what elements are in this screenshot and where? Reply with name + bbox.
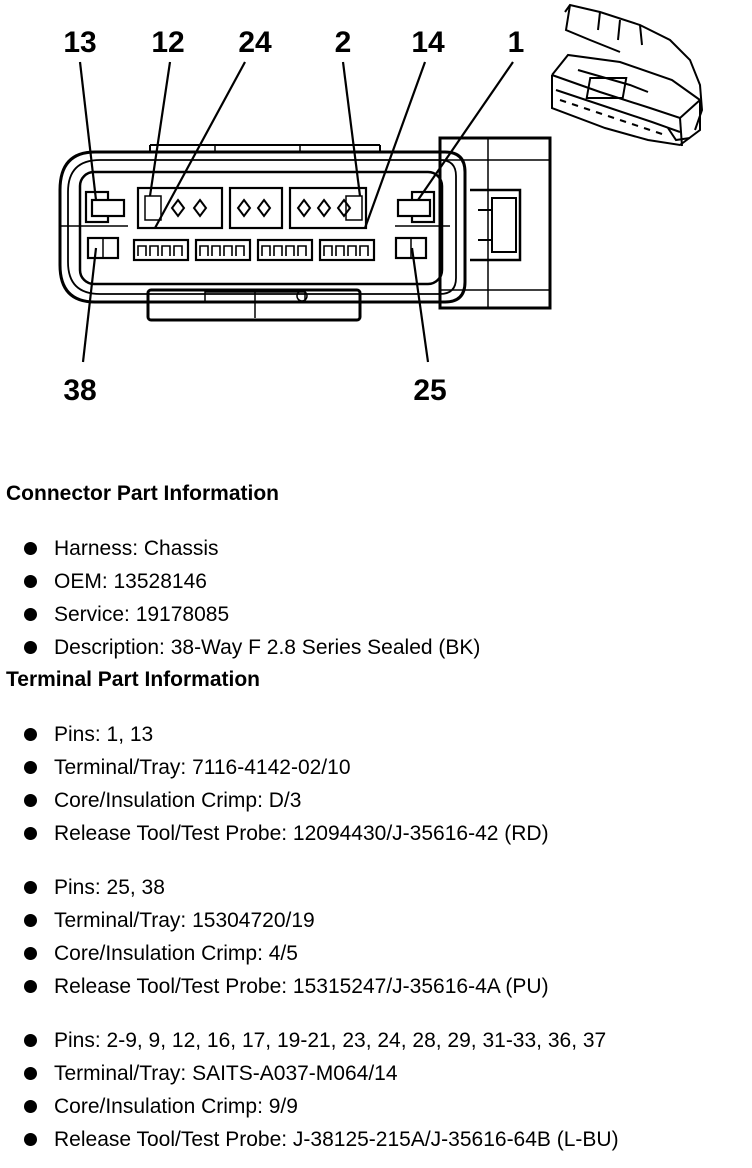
- leader-line-24: [154, 61, 246, 229]
- pin-label-2: 2: [335, 26, 352, 59]
- lower-cavity-group-b: [194, 238, 252, 262]
- leader-line-1: [417, 61, 514, 201]
- pin-label-12: 12: [151, 26, 184, 59]
- part-information: Connector Part Information Harness: Chas…: [6, 478, 746, 1156]
- list-item: OEM: 13528146: [6, 565, 746, 598]
- upper-cavity-group-c: [288, 186, 368, 230]
- pin-label-24: 24: [238, 26, 272, 59]
- list-item: Pins: 1, 13: [6, 718, 746, 751]
- leader-line-25: [410, 247, 430, 363]
- list-item: Pins: 25, 38: [6, 871, 746, 904]
- pin-label-13: 13: [63, 26, 96, 59]
- connector-info-list: Harness: Chassis OEM: 13528146 Service: …: [6, 532, 746, 664]
- lower-cavity-group-a: [132, 238, 190, 262]
- pin-label-38: 38: [63, 374, 96, 407]
- list-item: Pins: 2-9, 9, 12, 16, 17, 19-21, 23, 24,…: [6, 1024, 746, 1057]
- list-item: Release Tool/Test Probe: 12094430/J-3561…: [6, 817, 746, 850]
- list-item: Terminal/Tray: 7116-4142-02/10: [6, 751, 746, 784]
- terminal-section-title: Terminal Part Information: [6, 668, 260, 691]
- connector-face: [78, 170, 444, 286]
- pin-label-1: 1: [508, 26, 525, 59]
- leader-line-2: [341, 61, 362, 197]
- pin-label-14: 14: [411, 26, 445, 59]
- leader-line-13: [78, 61, 98, 201]
- list-item: Harness: Chassis: [6, 532, 746, 565]
- list-item: Terminal/Tray: 15304720/19: [6, 904, 746, 937]
- leader-line-12: [148, 61, 172, 197]
- list-item: Release Tool/Test Probe: J-38125-215A/J-…: [6, 1123, 746, 1156]
- terminal-group-1: Pins: 1, 13 Terminal/Tray: 7116-4142-02/…: [6, 718, 746, 850]
- connector-body: [58, 150, 467, 304]
- upper-cavity-group-a: [136, 186, 224, 230]
- connector-3d-illustration: [551, 3, 704, 147]
- connector-section-title: Connector Part Information: [6, 482, 280, 505]
- list-item: Core/Insulation Crimp: 4/5: [6, 937, 746, 970]
- terminal-group-3: Pins: 2-9, 9, 12, 16, 17, 19-21, 23, 24,…: [6, 1024, 746, 1156]
- list-item: Release Tool/Test Probe: 15315247/J-3561…: [6, 970, 746, 1003]
- lower-cavity-group-c: [256, 238, 314, 262]
- bottom-latch-tab: [146, 288, 362, 322]
- connector-rear-housing: [438, 136, 552, 310]
- list-item: Terminal/Tray: SAITS-A037-M064/14: [6, 1057, 746, 1090]
- lower-cavity-group-d: [318, 238, 376, 262]
- leader-line-14: [363, 61, 427, 229]
- upper-cavity-group-b: [228, 186, 284, 230]
- list-item: Core/Insulation Crimp: D/3: [6, 784, 746, 817]
- connector-diagram: 13 12 24 2 14 1 38 25: [58, 3, 704, 407]
- pin-label-25: 25: [413, 374, 446, 407]
- latch-lock: [470, 188, 522, 262]
- list-item: Service: 19178085: [6, 598, 746, 631]
- terminal-group-2: Pins: 25, 38 Terminal/Tray: 15304720/19 …: [6, 871, 746, 1003]
- list-item: Description: 38-Way F 2.8 Series Sealed …: [6, 631, 746, 664]
- leader-line-38: [81, 247, 98, 363]
- list-item: Core/Insulation Crimp: 9/9: [6, 1090, 746, 1123]
